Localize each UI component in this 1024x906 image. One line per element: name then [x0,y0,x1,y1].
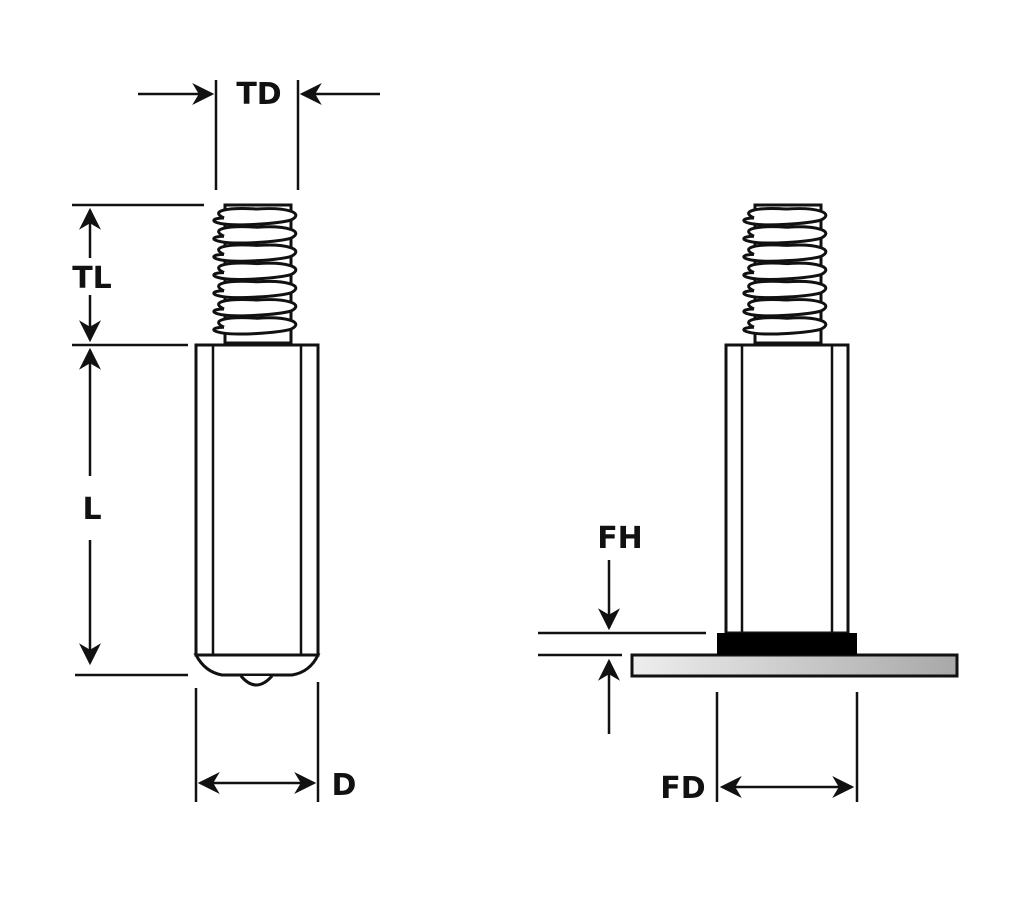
label-d: D [332,768,357,803]
thread-turn [742,243,828,263]
thread-turn [742,207,828,227]
dimension-td: TD [138,77,380,190]
hex-body [724,343,850,635]
thread-turn [742,225,828,245]
label-fh: FH [597,521,643,556]
dome-tip [239,674,274,687]
thread-turn [742,298,828,318]
thread-turn [212,316,298,336]
thread-turn [212,225,298,245]
standoff-side-view [193,203,321,687]
label-fd: FD [660,771,705,806]
chamfer-end [193,653,321,677]
dimension-fd: FD [660,692,859,806]
label-l: L [82,492,101,527]
thread-turn [212,207,298,227]
thread [212,203,298,345]
flanged-standoff-view [630,203,959,678]
flange [717,633,857,655]
thread-turn [212,243,298,263]
thread [742,203,828,345]
thread-turn [212,298,298,318]
thread-turn [742,316,828,336]
thread-turn [742,279,828,300]
label-tl: TL [72,261,112,296]
thread-turn [212,279,298,300]
dimension-d: D [194,682,357,803]
dimension-l: L [75,347,188,677]
hex-body [194,343,320,657]
dimension-fh: FH [538,521,706,734]
dimension-tl: TL [72,203,204,347]
label-td: TD [236,77,281,112]
panel-plate [630,653,959,678]
thread-turn [742,261,828,281]
thread-turn [212,261,298,281]
